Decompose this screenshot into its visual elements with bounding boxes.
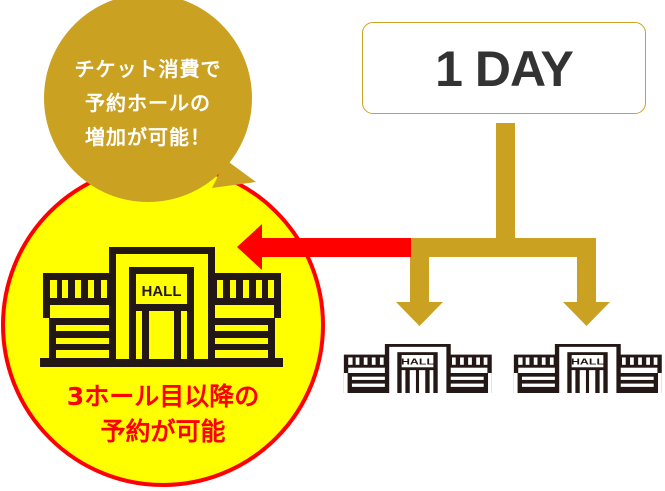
connector-stem [496,123,515,257]
speech-bubble-line-1: チケット消費で [74,57,222,81]
hall-sign-text: HALL [571,357,605,366]
plan-label: 1 DAY [435,41,574,97]
arrow-left-icon [237,224,411,270]
hall-sign-text: HALL [401,357,435,366]
speech-bubble-line-3: 増加が可能！ [85,125,211,149]
hall-sign-text: HALL [142,283,182,300]
circle-caption-line-2: 予約が可能 [100,417,226,446]
hall-building-icon: HALL [40,247,283,367]
hall-building-icon: HALL [513,344,662,393]
circle-caption-line-1: 3ホール目以降の [66,382,260,411]
connector-branch-bar [410,238,596,257]
speech-bubble [44,0,256,202]
arrow-down-icon [396,250,443,326]
arrow-down-icon [563,250,610,326]
speech-bubble-line-2: 予約ホールの [85,91,211,115]
hall-building-icon: HALL [343,344,492,393]
plan-box-1day: 1 DAY [362,22,646,114]
